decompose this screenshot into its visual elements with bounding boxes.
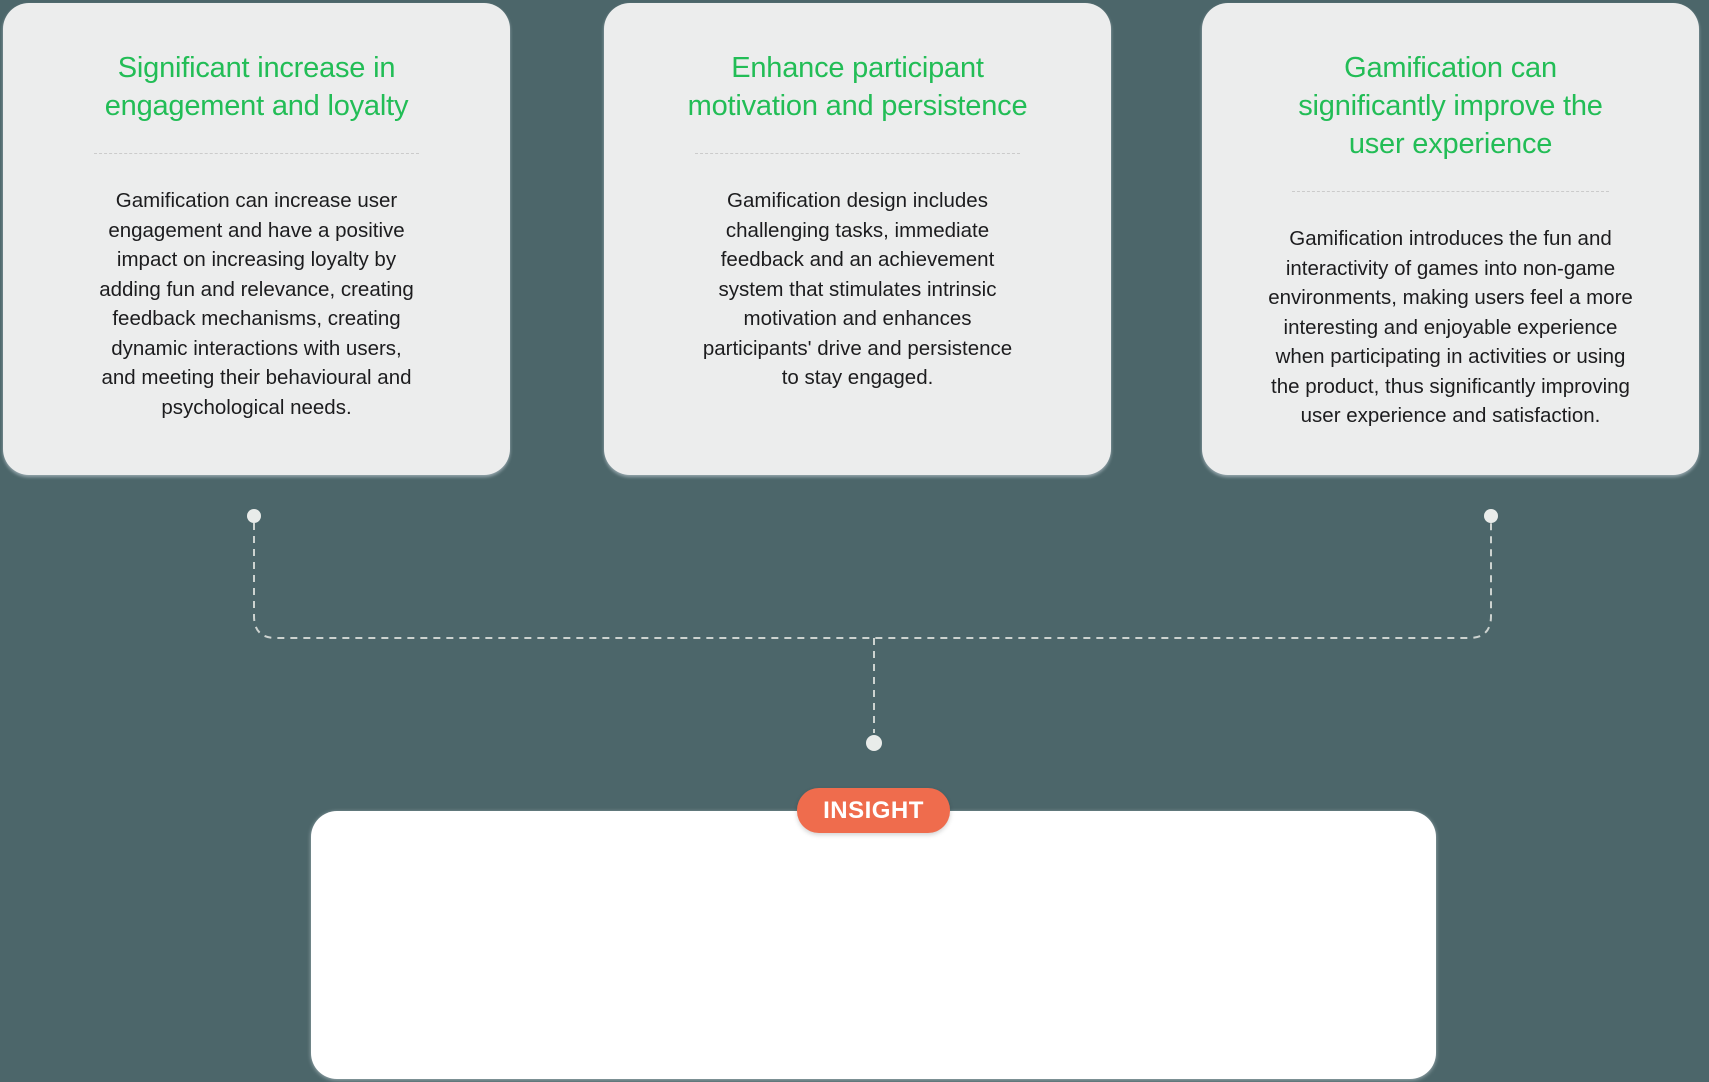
connector-bracket-path: [253, 523, 1492, 639]
connector-dot-center: [866, 735, 882, 751]
insight-badge: INSIGHT: [797, 788, 950, 833]
insight-panel: [311, 811, 1436, 1079]
card-body-text: Gamification introduces the fun and inte…: [1268, 227, 1633, 427]
card-divider: [695, 153, 1020, 154]
card-title: Significant increase in engagement and l…: [104, 52, 409, 122]
card-divider: [1292, 191, 1609, 192]
card-body-text: Gamification can increase user engagemen…: [99, 189, 414, 419]
benefit-card-user-experience: Gamification can significantly improve t…: [1202, 3, 1699, 475]
card-title: Gamification can significantly improve t…: [1298, 52, 1603, 160]
insight-badge-label: INSIGHT: [823, 796, 924, 824]
connector-dot-left: [247, 509, 261, 523]
card-divider: [94, 153, 419, 154]
card-body-text: Gamification design includes challenging…: [702, 189, 1013, 389]
benefit-card-motivation-persistence: Enhance participant motivation and persi…: [604, 3, 1111, 475]
benefit-card-engagement-loyalty: Significant increase in engagement and l…: [3, 3, 510, 475]
connector-dot-right: [1484, 509, 1498, 523]
card-title: Enhance participant motivation and persi…: [687, 52, 1028, 122]
